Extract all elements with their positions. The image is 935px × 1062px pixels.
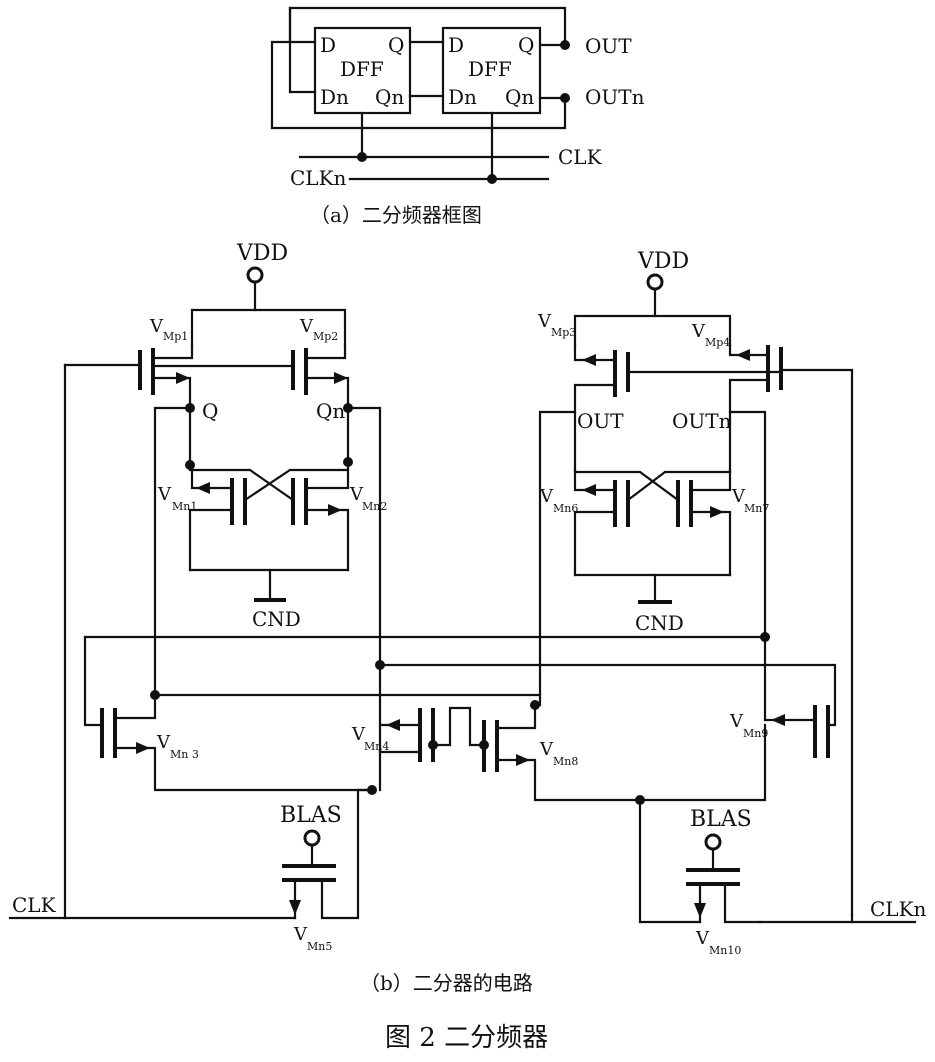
mn4-v: V	[351, 724, 366, 745]
mn7-sub: Mn7	[744, 502, 769, 515]
dff1-pin-d: D	[320, 33, 336, 57]
wire-out-down	[538, 410, 577, 707]
node-q-label: Q	[202, 399, 218, 423]
block-diagram: D Q DFF Dn Qn D Q DFF Dn Qn OUT OUTn	[270, 6, 645, 227]
mn9-v: V	[729, 711, 744, 732]
transistor-mp2: V Mp2	[151, 316, 350, 407]
mn2-v: V	[349, 484, 364, 505]
node-out-label: OUT	[577, 409, 624, 433]
bias-right-pin	[704, 833, 722, 851]
dff2-label: DFF	[468, 57, 512, 81]
mn6-v: V	[539, 486, 554, 507]
mn3-sub: Mn 3	[170, 748, 199, 761]
mp1-sub: Mp1	[163, 330, 188, 343]
mn2-sub: Mn2	[362, 500, 387, 513]
mn3-v: V	[156, 732, 171, 753]
gnd-right-label: CND	[635, 611, 684, 635]
mp3-sub: Mp3	[551, 326, 576, 339]
dff2-pin-d: D	[448, 33, 464, 57]
mp2-sub: Mp2	[313, 330, 338, 343]
transistor-mn4: V Mn4	[351, 706, 486, 762]
wire-q-down	[153, 406, 192, 697]
transistor-mn1: V Mn1	[157, 463, 350, 572]
transistor-mp3: V Mp3	[537, 311, 782, 472]
transistor-mp4: V Mp4	[691, 321, 854, 917]
transistor-mn8: V Mn8	[479, 703, 767, 802]
dff1-pin-dn: Dn	[320, 85, 349, 109]
wire-qn-bus	[378, 663, 837, 727]
mn1-sub: Mn1	[172, 500, 197, 513]
out-label: OUT	[585, 34, 632, 58]
outn-label: OUTn	[585, 85, 645, 109]
vdd-left-label: VDD	[236, 241, 288, 266]
transistor-mn2: V Mn2	[188, 460, 387, 572]
mp3-v: V	[537, 311, 552, 332]
transistor-mn10: V Mn10	[638, 798, 762, 957]
caption-b: （b）二分器的电路	[360, 971, 533, 995]
clkn-input-label: CLKn	[870, 897, 927, 921]
dff1-label: DFF	[340, 57, 384, 81]
mp4-sub: Mp4	[705, 336, 730, 349]
mp2-v: V	[299, 316, 314, 337]
transistor-mn6: V Mn6	[539, 468, 732, 577]
clkn-label: CLKn	[290, 166, 347, 190]
wire-feedback-bottom	[270, 96, 567, 130]
mn9-sub: Mn9	[743, 727, 768, 740]
gnd-left-label: CND	[252, 607, 301, 631]
clk-label: CLK	[558, 145, 603, 169]
mn6-sub: Mn6	[553, 502, 578, 515]
transistor-mn7: V Mn7	[573, 468, 769, 577]
mn4-sub: Mn4	[364, 740, 389, 753]
clk-input-label: CLK	[12, 893, 57, 917]
vdd-right-pin	[646, 273, 664, 291]
node-qn-label: Qn	[316, 399, 345, 423]
dff2-pin-qn: Qn	[505, 85, 534, 109]
mn5-v: V	[293, 924, 308, 945]
mn10-v: V	[695, 928, 710, 949]
junction	[560, 93, 570, 103]
transistor-mn9: V Mn9	[729, 705, 830, 758]
mp1-v: V	[149, 316, 164, 337]
caption-a: （a）二分频器框图	[310, 203, 482, 227]
vdd-right-label: VDD	[637, 249, 689, 274]
dff1-pin-q: Q	[388, 33, 404, 57]
bias-right-label: BLAS	[690, 807, 752, 832]
bias-left-pin	[303, 829, 321, 847]
mn7-v: V	[731, 486, 746, 507]
node-outn-label: OUTn	[672, 409, 732, 433]
mn5-sub: Mn5	[307, 940, 332, 953]
circuit-diagram: VDD V Mp1 V Mp2 Q Qn	[8, 241, 927, 995]
mn1-v: V	[157, 484, 172, 505]
transistor-mp1: V Mp1	[63, 316, 194, 407]
bias-left-label: BLAS	[280, 803, 342, 828]
mn8-v: V	[539, 739, 554, 760]
dff2-pin-dn: Dn	[448, 85, 477, 109]
transistor-mn5: V Mn5	[282, 788, 374, 953]
figure-title: 图 2 二分频器	[385, 1023, 548, 1053]
mn10-sub: Mn10	[709, 944, 741, 957]
mp4-v: V	[691, 321, 706, 342]
wire-outn-down	[728, 410, 767, 642]
mn8-sub: Mn8	[553, 755, 578, 768]
dff2-pin-q: Q	[518, 33, 534, 57]
dff1-pin-qn: Qn	[375, 85, 404, 109]
junction	[560, 40, 570, 50]
vdd-left-pin	[246, 266, 264, 284]
transistor-mn3: V Mn 3	[100, 693, 374, 792]
